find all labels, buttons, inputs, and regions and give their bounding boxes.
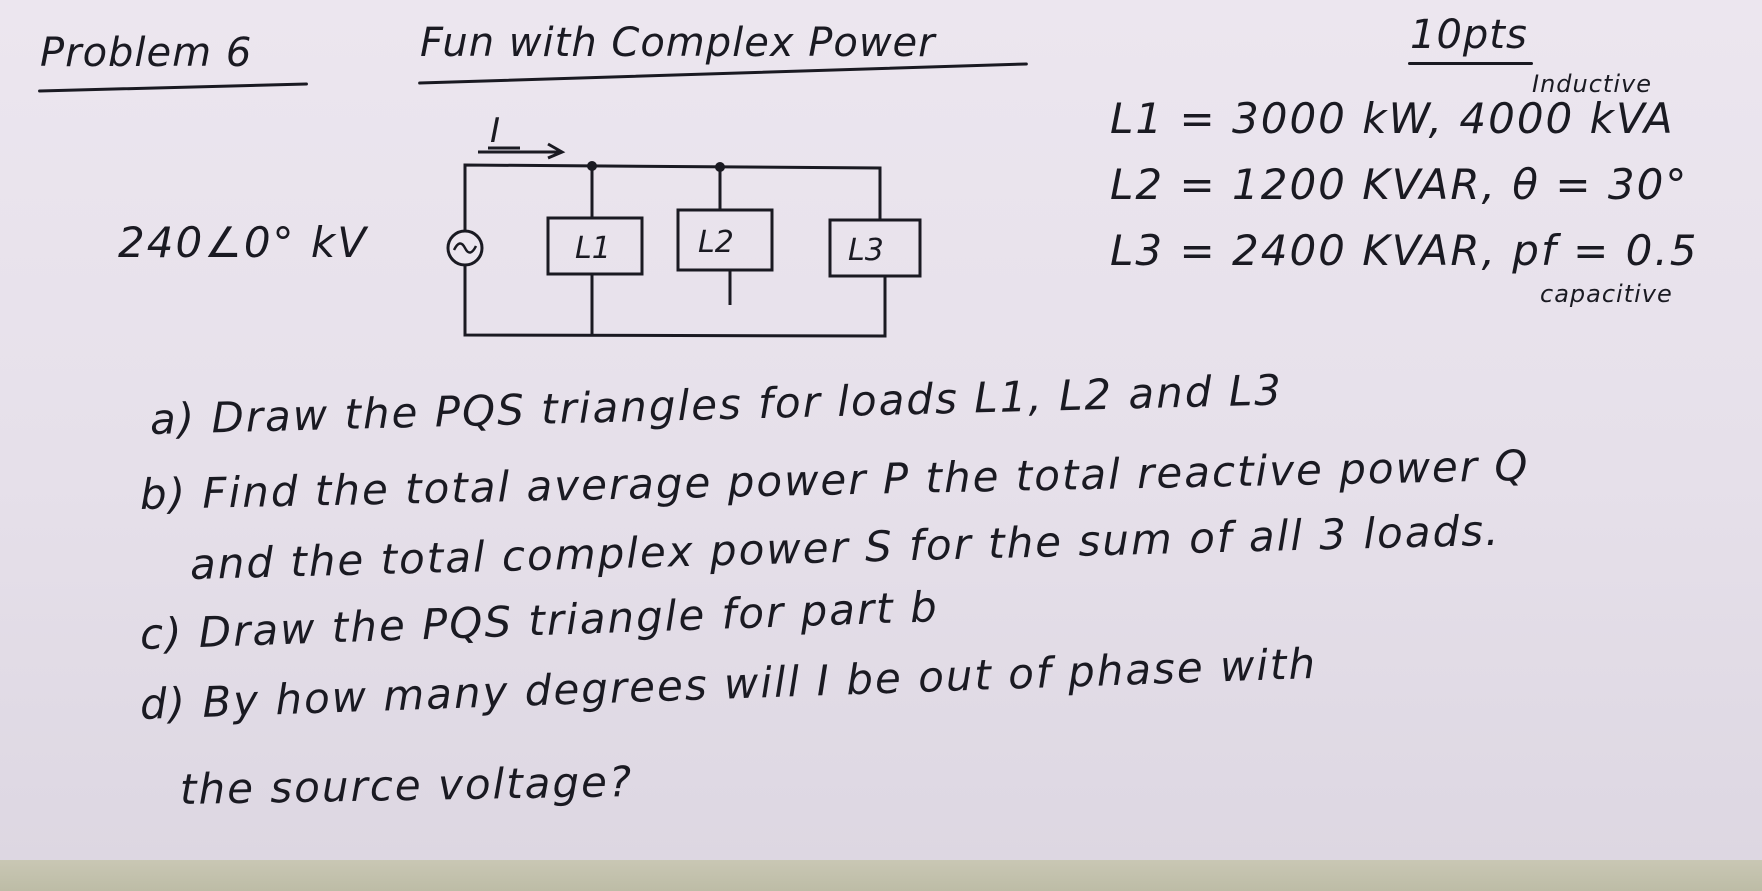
load-box-l3 bbox=[828, 218, 922, 278]
worksheet-paper: Problem 6 Fun with Complex Power 10pts 2… bbox=[0, 0, 1762, 860]
load-label-l2: L2 bbox=[698, 225, 734, 260]
question-c: c) Draw the PQS triangle for part b bbox=[139, 582, 940, 659]
load-spec-l1: L1 = 3000 kW, 4000 kVA bbox=[1110, 94, 1675, 143]
load-spec-l3: L3 = 2400 KVAR, pf = 0.5 bbox=[1110, 226, 1699, 275]
question-d-line2: the source voltage? bbox=[179, 757, 634, 814]
problem-title: Fun with Complex Power bbox=[420, 20, 936, 66]
problem-number: Problem 6 bbox=[40, 30, 253, 76]
points-label: 10pts bbox=[1410, 12, 1528, 58]
capacitive-note: capacitive bbox=[1540, 280, 1673, 308]
question-a: a) Draw the PQS triangles for loads L1, … bbox=[149, 365, 1284, 444]
load-spec-l2: L2 = 1200 KVAR, θ = 30° bbox=[1110, 160, 1689, 209]
sine-glyph bbox=[452, 242, 478, 254]
load-label-l1: L1 bbox=[575, 231, 611, 266]
desk-surface bbox=[0, 860, 1762, 891]
question-b-line1: b) Find the total average power P the to… bbox=[139, 440, 1530, 519]
top-wire bbox=[463, 163, 882, 240]
question-b-line2: and the total complex power S for the su… bbox=[189, 505, 1501, 589]
inductive-note: Inductive bbox=[1532, 70, 1652, 98]
points-underline bbox=[1408, 62, 1533, 65]
load-box-l2 bbox=[676, 208, 774, 272]
load-label-l3: L3 bbox=[848, 233, 884, 268]
current-label: I bbox=[490, 111, 500, 151]
circuit-diagram: I L1 L2 L3 bbox=[446, 111, 922, 338]
bottom-wire bbox=[463, 255, 887, 338]
problem-underline bbox=[38, 82, 308, 93]
current-arrow-head bbox=[547, 142, 566, 160]
source-voltage-label: 240∠0° kV bbox=[118, 218, 368, 267]
load-box-l1 bbox=[546, 216, 644, 276]
